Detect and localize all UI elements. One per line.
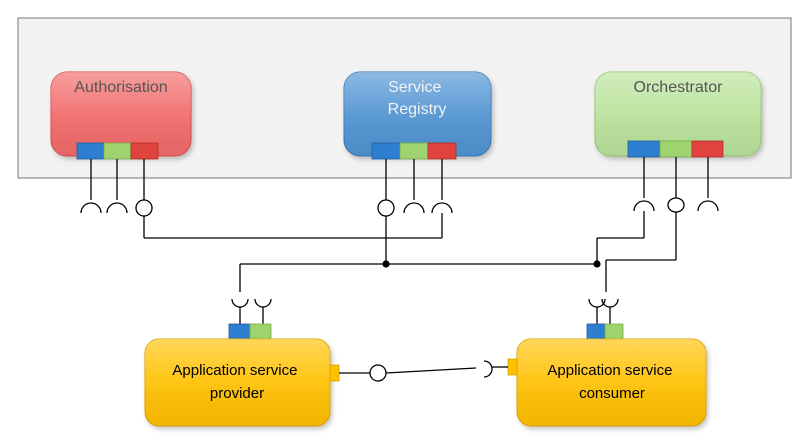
authorisation-required-socket-1 — [80, 202, 102, 214]
consumer-label: Application service consumer — [547, 362, 676, 402]
authorisation-port-blue — [76, 142, 105, 160]
registry-junction-dot — [382, 260, 390, 268]
orchestrator-port-red — [691, 140, 724, 158]
service-registry-port-red — [427, 142, 457, 160]
provider-offered-interface — [369, 364, 387, 382]
service-registry-port-blue — [371, 142, 401, 160]
provider-label: Application service provider — [172, 362, 301, 402]
provider-required-socket-blue — [231, 298, 249, 308]
authorisation-provided-interface — [135, 199, 153, 217]
orchestrator-provided-interface — [667, 197, 685, 213]
provider-required-socket-green — [254, 298, 272, 308]
consumer-required-socket-green — [601, 298, 619, 308]
authorisation-port-red — [130, 142, 159, 160]
consumer-required-interface-socket — [483, 360, 493, 378]
orchestrator-required-socket-2 — [697, 200, 719, 212]
consumer-port-blue — [586, 323, 606, 340]
service-registry-port-green — [399, 142, 429, 160]
orchestrator-port-green — [659, 140, 693, 158]
service-registry-required-socket-1 — [403, 202, 425, 214]
authorisation-required-socket-2 — [106, 202, 128, 214]
application-service-consumer: Application service consumer — [507, 323, 707, 427]
consumer-port-green — [604, 323, 624, 340]
orchestrator-label: Orchestrator — [634, 79, 724, 96]
consumer-junction-dot — [593, 260, 601, 268]
provider-side-port — [329, 364, 340, 382]
provider-port-green — [249, 323, 272, 340]
authorisation-port-green — [103, 142, 132, 160]
service-registry-required-socket-2 — [431, 202, 453, 214]
service-registry-provided-interface — [377, 199, 395, 217]
orchestrator-required-socket-1 — [633, 200, 655, 212]
service-registry-label: Service Registry — [388, 79, 447, 118]
application-interface-link — [339, 360, 508, 382]
authorisation-system: Authorisation — [50, 71, 192, 160]
service-registry-system: Service Registry — [343, 71, 492, 160]
provider-port-blue — [228, 323, 251, 340]
consumer-required-socket-blue — [588, 298, 606, 308]
orchestrator-port-blue — [627, 140, 661, 158]
application-service-provider: Application service provider — [144, 323, 340, 427]
consumer-side-port — [507, 358, 518, 376]
orchestrator-system: Orchestrator — [594, 71, 762, 158]
core-service-connectors — [80, 157, 719, 324]
authorisation-label: Authorisation — [74, 79, 167, 96]
